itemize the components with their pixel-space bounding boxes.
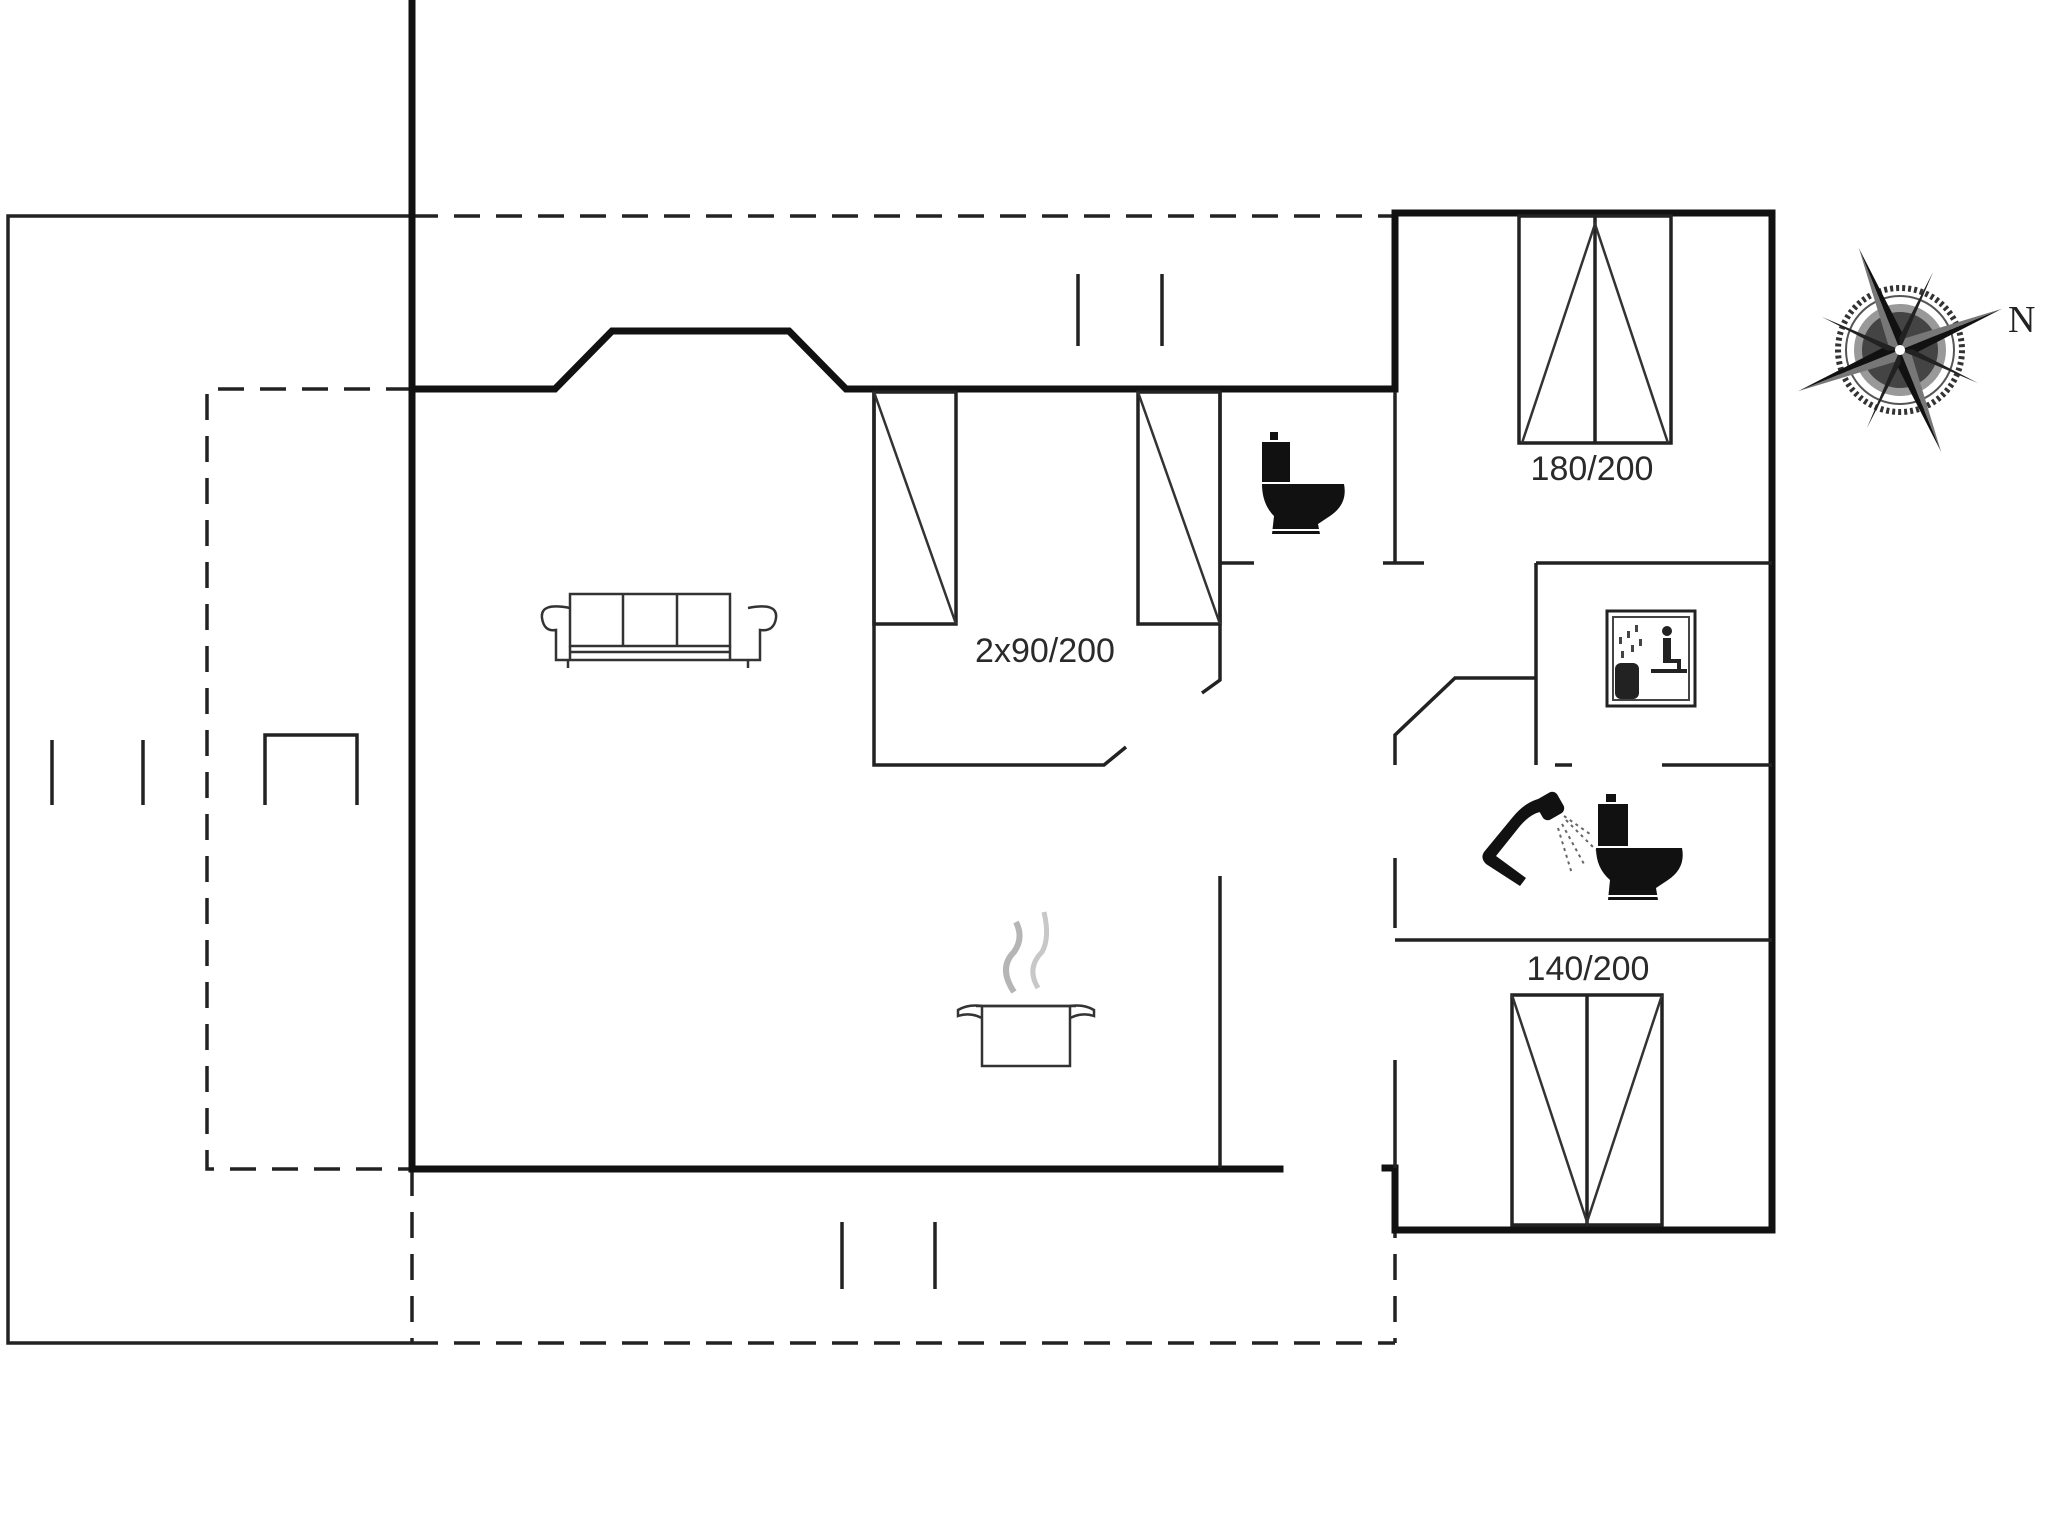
exterior-walls [408,0,1776,1234]
compass-rose-icon [1798,248,2002,452]
interior-walls [872,392,1772,1168]
bed-twin-label: 2x90/200 [975,632,1115,670]
terrace-outline [6,214,1397,1345]
sofa-icon [540,592,778,668]
toilet-icon [1596,794,1683,900]
shower-icon [1482,791,1597,886]
cooking-pot-icon [956,911,1096,1068]
sauna-icon [1605,609,1697,708]
toilet-icon [1262,432,1345,534]
north-label: N [2008,299,2035,341]
bed-double-label: 140/200 [1527,950,1650,988]
bed-double [1510,993,1664,1227]
stove-outline [263,733,359,805]
bed-large-label: 180/200 [1531,450,1654,488]
windows [50,274,1164,1289]
bed-twin [872,390,1222,626]
bed-large [1517,214,1673,445]
